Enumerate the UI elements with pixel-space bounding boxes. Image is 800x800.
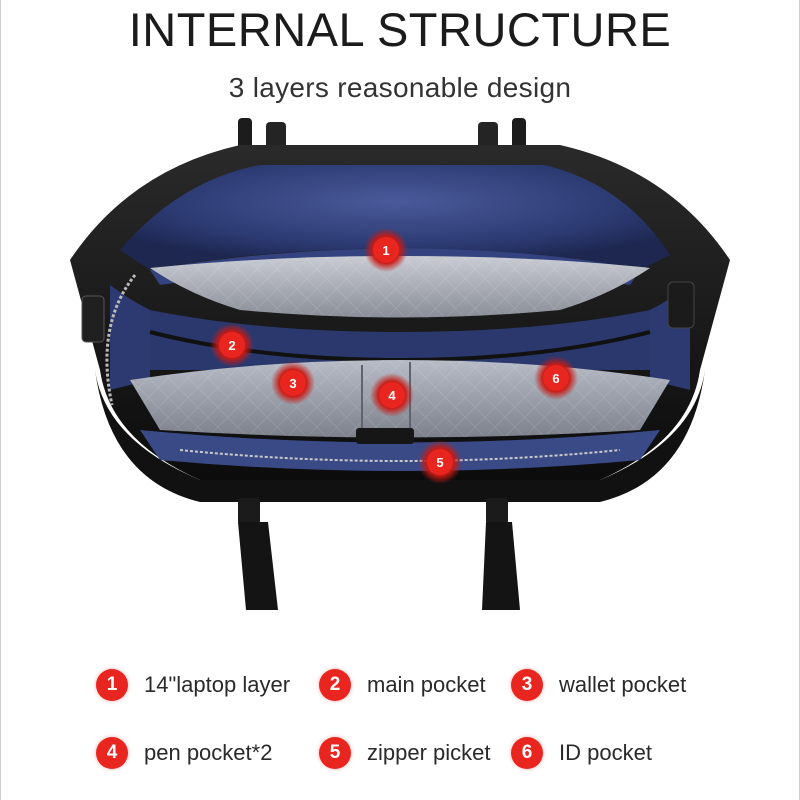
badge-1: 1: [96, 669, 128, 701]
legend-item-5: 5 zipper picket: [319, 736, 491, 770]
svg-text:2: 2: [228, 338, 235, 353]
legend-label-1: 14"laptop layer: [144, 672, 291, 697]
badge-2: 2: [319, 669, 351, 701]
svg-text:3: 3: [289, 376, 296, 391]
marker-6: 6: [534, 356, 578, 400]
page-subtitle: 3 layers reasonable design: [228, 72, 572, 103]
legend-item-2: 2 main pocket: [319, 668, 486, 702]
marker-1: 1: [364, 228, 408, 272]
marker-5: 5: [418, 440, 462, 484]
legend: 1 14"laptop layer 2 main pocket 3 wallet…: [0, 660, 800, 780]
badge-6: 6: [511, 737, 543, 769]
markers: 1 2 3 4 5 6: [210, 228, 578, 484]
bottom-handles: [238, 498, 520, 610]
marker-4: 4: [370, 373, 414, 417]
legend-label-6: ID pocket: [559, 740, 652, 765]
legend-item-4: 4 pen pocket*2: [96, 736, 272, 770]
svg-text:1: 1: [382, 243, 389, 258]
svg-text:5: 5: [436, 455, 443, 470]
page-title: INTERNAL STRUCTURE: [128, 3, 672, 56]
badge-4: 4: [96, 737, 128, 769]
svg-text:4: 4: [388, 388, 396, 403]
bag-interior-photo: 1 2 3 4 5 6: [70, 118, 730, 610]
legend-label-5: zipper picket: [367, 740, 491, 765]
legend-label-2: main pocket: [367, 672, 486, 697]
legend-label-3: wallet pocket: [559, 672, 687, 697]
legend-item-6: 6 ID pocket: [511, 736, 652, 770]
legend-item-3: 3 wallet pocket: [511, 668, 686, 702]
badge-5: 5: [319, 737, 351, 769]
badge-3: 3: [511, 669, 543, 701]
marker-3: 3: [271, 361, 315, 405]
svg-text:6: 6: [552, 371, 559, 386]
legend-item-1: 1 14"laptop layer: [96, 668, 290, 702]
frame-border-left: [0, 0, 1, 800]
legend-label-4: pen pocket*2: [144, 740, 273, 765]
marker-2: 2: [210, 323, 254, 367]
